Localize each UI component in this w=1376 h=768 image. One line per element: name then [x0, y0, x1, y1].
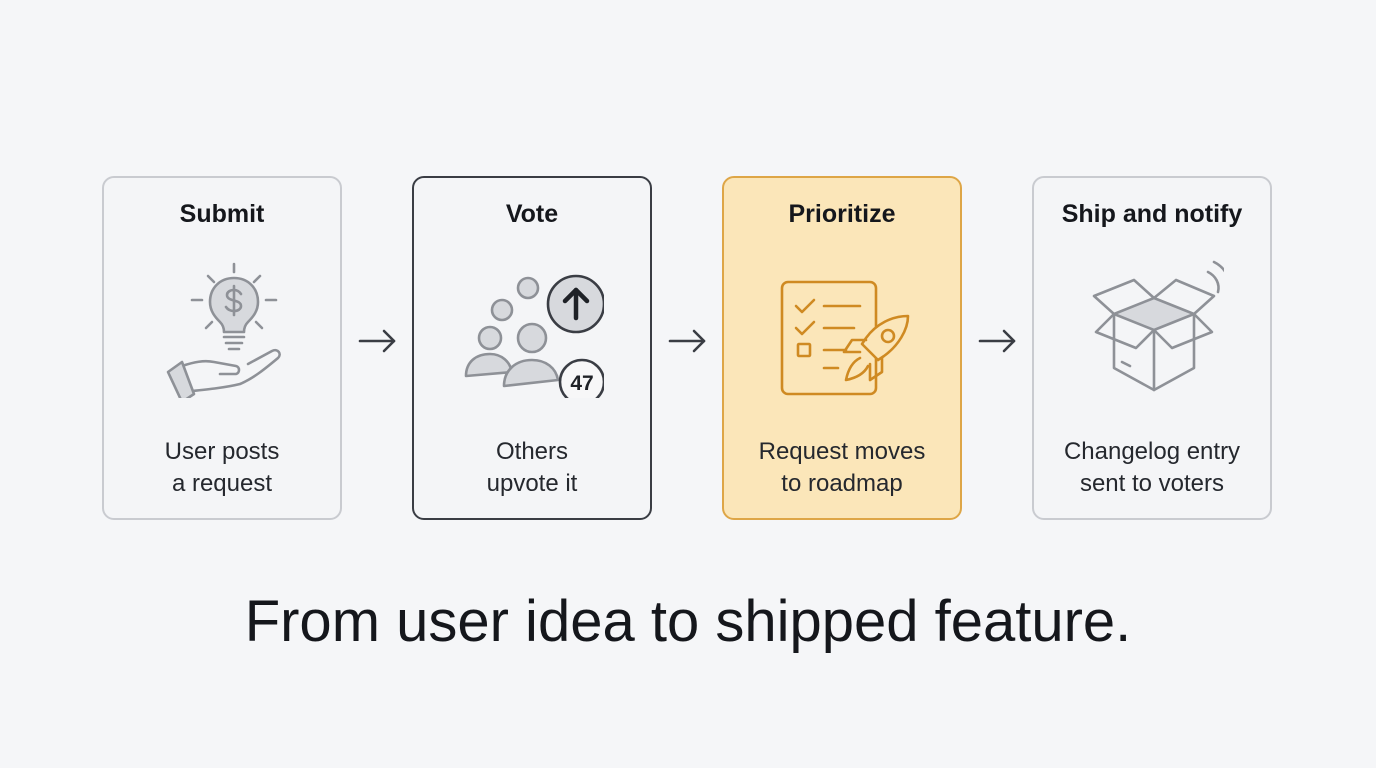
step-description-line: upvote it	[486, 470, 578, 497]
step-card-vote: Vote 47 Others upvote	[412, 176, 652, 520]
step-card-submit: Submit	[102, 176, 342, 520]
step-title: Ship and notify	[1061, 200, 1243, 228]
step-description: Request moves to roadmap	[734, 436, 950, 500]
step-title: Submit	[179, 200, 265, 228]
open-box-icon	[1092, 260, 1224, 392]
users-upvote-icon: 47	[464, 274, 604, 398]
step-description-line: sent to voters	[1079, 470, 1225, 497]
step-description-line: Changelog entry	[1063, 438, 1241, 465]
tagline: From user idea to shipped feature.	[244, 589, 1132, 654]
step-description-line: Request moves	[758, 438, 926, 465]
arrow-right-icon	[668, 329, 706, 353]
lightbulb-hand-icon	[166, 262, 281, 398]
step-description: Others upvote it	[424, 436, 640, 500]
step-title: Prioritize	[788, 200, 896, 228]
step-description: Changelog entry sent to voters	[1044, 436, 1260, 500]
step-description-line: a request	[171, 470, 273, 497]
arrow-right-icon	[978, 329, 1016, 353]
arrow-right-icon	[358, 329, 396, 353]
step-description-line: to roadmap	[781, 470, 903, 497]
process-flow-diagram: Submit	[102, 176, 1272, 520]
step-card-prioritize: Prioritize Request mo	[722, 176, 962, 520]
checklist-rocket-icon	[780, 280, 910, 396]
step-description-line: Others	[495, 438, 569, 465]
step-title: Vote	[505, 200, 559, 228]
step-description: User posts a request	[114, 436, 330, 500]
vote-count-badge: 47	[570, 372, 593, 395]
step-description-line: User posts	[164, 438, 280, 465]
step-card-ship-and-notify: Ship and notify Changelog entr	[1032, 176, 1272, 520]
